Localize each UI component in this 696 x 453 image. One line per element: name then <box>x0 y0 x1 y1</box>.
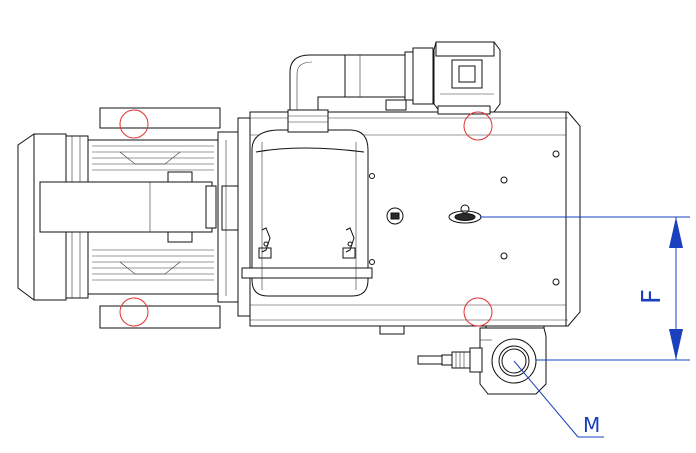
arrow-up-icon <box>669 217 683 248</box>
oil-separator <box>241 109 373 297</box>
callout-label-m: M <box>583 413 600 437</box>
mounting-point-marker <box>119 297 149 327</box>
motor-fins <box>92 145 214 281</box>
inlet-valve-block <box>433 41 501 115</box>
callout-m: M <box>513 360 604 438</box>
terminal-box <box>39 181 213 233</box>
oil-plug <box>386 207 404 225</box>
mounting-point-marker <box>463 297 493 327</box>
coupling-housing <box>217 117 253 317</box>
inlet-port-m <box>417 327 547 395</box>
dimension-label-f: F <box>637 289 667 304</box>
dimension-f: F <box>480 216 690 361</box>
motor <box>17 107 221 329</box>
mounting-markers <box>119 109 493 327</box>
gas-ballast-valve <box>448 204 482 224</box>
arrow-down-icon <box>669 329 683 360</box>
mounting-point-marker <box>119 109 149 139</box>
mounting-point-marker <box>463 111 493 141</box>
exhaust-pipe <box>289 47 434 111</box>
